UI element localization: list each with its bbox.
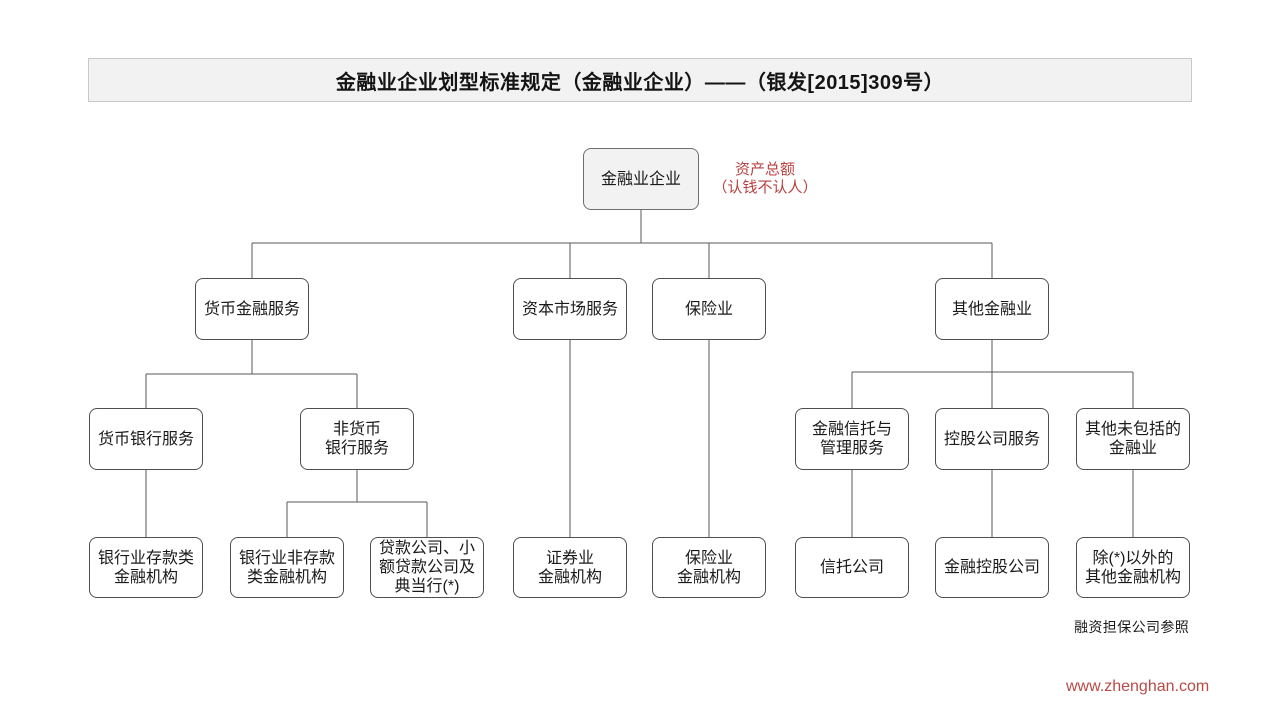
node-capital-market-services: 资本市场服务 xyxy=(513,278,627,340)
node-root-financial-enterprise: 金融业企业 xyxy=(583,148,699,210)
node-insurance-industry: 保险业 xyxy=(652,278,766,340)
asset-total-annotation: 资产总额 （认钱不认人） xyxy=(712,161,818,196)
node-other-uncovered-financial: 其他未包括的 金融业 xyxy=(1076,408,1190,470)
node-securities-institutions: 证券业 金融机构 xyxy=(513,537,627,598)
page-title: 金融业企业划型标准规定（金融业企业）——（银发[2015]309号） xyxy=(335,71,945,94)
financing-guarantee-reference-note: 融资担保公司参照 xyxy=(1074,619,1190,635)
node-monetary-financial-services: 货币金融服务 xyxy=(195,278,309,340)
node-other-financial-industry: 其他金融业 xyxy=(935,278,1049,340)
node-holding-company-services: 控股公司服务 xyxy=(935,408,1049,470)
node-loan-pawn-companies: 贷款公司、小 额贷款公司及 典当行(*) xyxy=(370,537,484,598)
node-financial-holding-companies: 金融控股公司 xyxy=(935,537,1049,598)
node-other-institutions-except: 除(*)以外的 其他金融机构 xyxy=(1076,537,1190,598)
node-banking-non-deposit-institutions: 银行业非存款 类金融机构 xyxy=(230,537,344,598)
watermark-url: www.zhenghan.com xyxy=(1066,678,1210,695)
node-financial-trust-management: 金融信托与 管理服务 xyxy=(795,408,909,470)
node-monetary-banking-services: 货币银行服务 xyxy=(89,408,203,470)
node-insurance-institutions: 保险业 金融机构 xyxy=(652,537,766,598)
title-bar: 金融业企业划型标准规定（金融业企业）——（银发[2015]309号） xyxy=(88,58,1192,102)
node-banking-deposit-institutions: 银行业存款类 金融机构 xyxy=(89,537,203,598)
node-trust-companies: 信托公司 xyxy=(795,537,909,598)
node-non-monetary-banking-services: 非货币 银行服务 xyxy=(300,408,414,470)
